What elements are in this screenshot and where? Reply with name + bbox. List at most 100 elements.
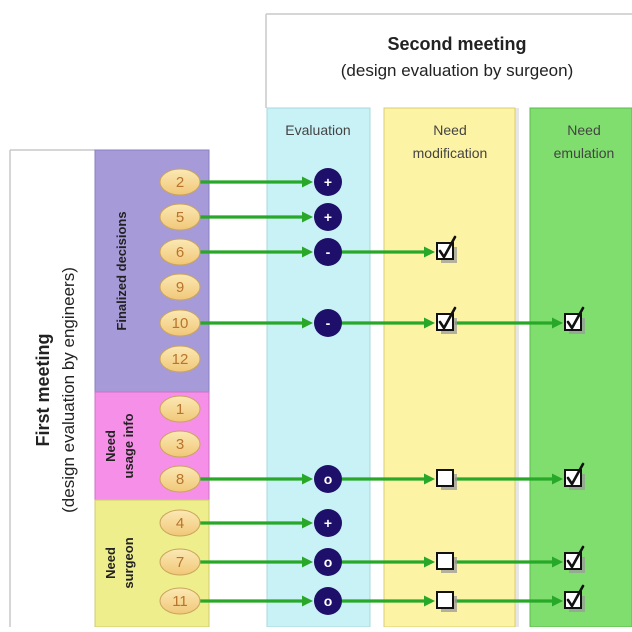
arrow-to-evaluation — [200, 595, 313, 607]
emulation-checkbox-checked — [564, 545, 585, 573]
need-modification-column — [383, 107, 516, 628]
column-headers: Evaluation Need modification Need emulat… — [285, 122, 614, 161]
item-number-pill: 2 — [159, 168, 201, 196]
item-number: 2 — [176, 174, 184, 191]
first-meeting-subtitle: (design evaluation by engineers) — [59, 267, 78, 513]
item-number-pill: 11 — [159, 587, 201, 615]
evaluation-symbol-text: + — [324, 515, 332, 531]
diagram-row: 12 — [159, 345, 201, 373]
arrow-to-emulation — [455, 556, 563, 568]
evaluation-symbol-text: + — [324, 209, 332, 225]
diagram-row: 2+ — [159, 168, 342, 196]
item-number: 6 — [176, 244, 184, 261]
arrow-to-evaluation — [200, 211, 313, 223]
modification-checkbox-empty — [436, 552, 457, 573]
arrow-to-evaluation — [200, 317, 313, 329]
arrow-to-modification — [342, 246, 435, 258]
first-meeting-frame: First meeting (design evaluation by engi… — [9, 149, 95, 627]
arrow-to-evaluation — [200, 517, 313, 529]
need-modification-header-line2: modification — [413, 145, 488, 161]
evaluation-symbol-text: - — [326, 244, 331, 260]
modification-checkbox-empty — [436, 591, 457, 612]
second-meeting-header: Second meeting (design evaluation by sur… — [265, 13, 632, 108]
need-modification-header-line1: Need — [433, 122, 466, 138]
first-meeting-title: First meeting — [33, 333, 53, 446]
arrows-layer — [200, 176, 563, 607]
group-label-finalized-decisions: Finalized decisions — [114, 211, 129, 330]
need-emulation-column — [529, 107, 632, 628]
arrow-to-emulation — [455, 317, 563, 329]
group-label-need-usage-info-line2: usage info — [121, 413, 136, 478]
arrow-to-evaluation — [200, 176, 313, 188]
arrow-to-emulation — [455, 595, 563, 607]
evaluation-symbol: - — [314, 309, 342, 337]
evaluation-symbol-text: o — [324, 593, 333, 609]
evaluation-symbol: - — [314, 238, 342, 266]
item-number-pill: 10 — [159, 309, 201, 337]
item-number: 1 — [176, 401, 184, 418]
item-number: 4 — [176, 515, 184, 532]
modification-checkbox-checked — [436, 306, 457, 334]
diagram-row: 9 — [159, 273, 201, 301]
evaluation-symbol: o — [314, 548, 342, 576]
arrow-to-modification — [342, 317, 435, 329]
second-meeting-title: Second meeting — [387, 34, 526, 54]
item-number-pill: 3 — [159, 430, 201, 458]
evaluation-symbol: o — [314, 465, 342, 493]
item-number: 5 — [176, 209, 184, 226]
group-label-need-surgeon-line1: Need — [103, 547, 118, 579]
evaluation-column — [266, 107, 371, 628]
evaluation-symbol: + — [314, 509, 342, 537]
group-label-need-surgeon-line2: surgeon — [121, 537, 136, 588]
arrow-to-emulation — [455, 473, 563, 485]
emulation-checkbox-checked — [564, 462, 585, 490]
diagram-row: 1 — [159, 395, 201, 423]
second-meeting-subtitle: (design evaluation by surgeon) — [341, 61, 573, 80]
evaluation-column-header: Evaluation — [285, 122, 350, 138]
emulation-checkbox-checked — [564, 584, 585, 612]
need-emulation-header-line1: Need — [567, 122, 600, 138]
diagram-row: 5+ — [159, 203, 342, 231]
diagram-row: 4+ — [159, 509, 342, 537]
group-label-need-usage-info-line1: Need — [103, 430, 118, 462]
item-number: 9 — [176, 279, 184, 296]
arrow-to-evaluation — [200, 246, 313, 258]
item-number: 10 — [172, 315, 189, 332]
item-number-pill: 6 — [159, 238, 201, 266]
modification-checkbox-checked — [436, 235, 457, 263]
column-backgrounds — [266, 107, 632, 628]
diagram-row: 6- — [159, 238, 342, 266]
arrow-to-evaluation — [200, 473, 313, 485]
item-number-pill: 1 — [159, 395, 201, 423]
item-number-pill: 12 — [159, 345, 201, 373]
item-number-pill: 8 — [159, 465, 201, 493]
diagram-row: 10 - — [159, 309, 342, 337]
arrow-to-modification — [342, 556, 435, 568]
diagram-row: 3 — [159, 430, 201, 458]
evaluation-symbol: + — [314, 203, 342, 231]
item-number: 3 — [176, 436, 184, 453]
item-number: 11 — [172, 593, 188, 610]
evaluation-symbol: o — [314, 587, 342, 615]
diagram-row: 11 o — [159, 587, 342, 615]
evaluation-symbol-text: - — [326, 315, 331, 331]
evaluation-symbol: + — [314, 168, 342, 196]
arrow-to-modification — [342, 473, 435, 485]
evaluation-symbol-text: + — [324, 174, 332, 190]
evaluation-symbol-text: o — [324, 554, 333, 570]
emulation-checkbox-checked — [564, 306, 585, 334]
item-number: 12 — [172, 351, 189, 368]
item-number-pill: 4 — [159, 509, 201, 537]
arrow-to-evaluation — [200, 556, 313, 568]
evaluation-symbol-text: o — [324, 471, 333, 487]
item-number: 8 — [176, 471, 184, 488]
need-emulation-header-line2: emulation — [554, 145, 615, 161]
item-number: 7 — [176, 554, 184, 571]
item-number-pill: 5 — [159, 203, 201, 231]
modification-checkbox-empty — [436, 469, 457, 490]
item-number-pill: 7 — [159, 548, 201, 576]
